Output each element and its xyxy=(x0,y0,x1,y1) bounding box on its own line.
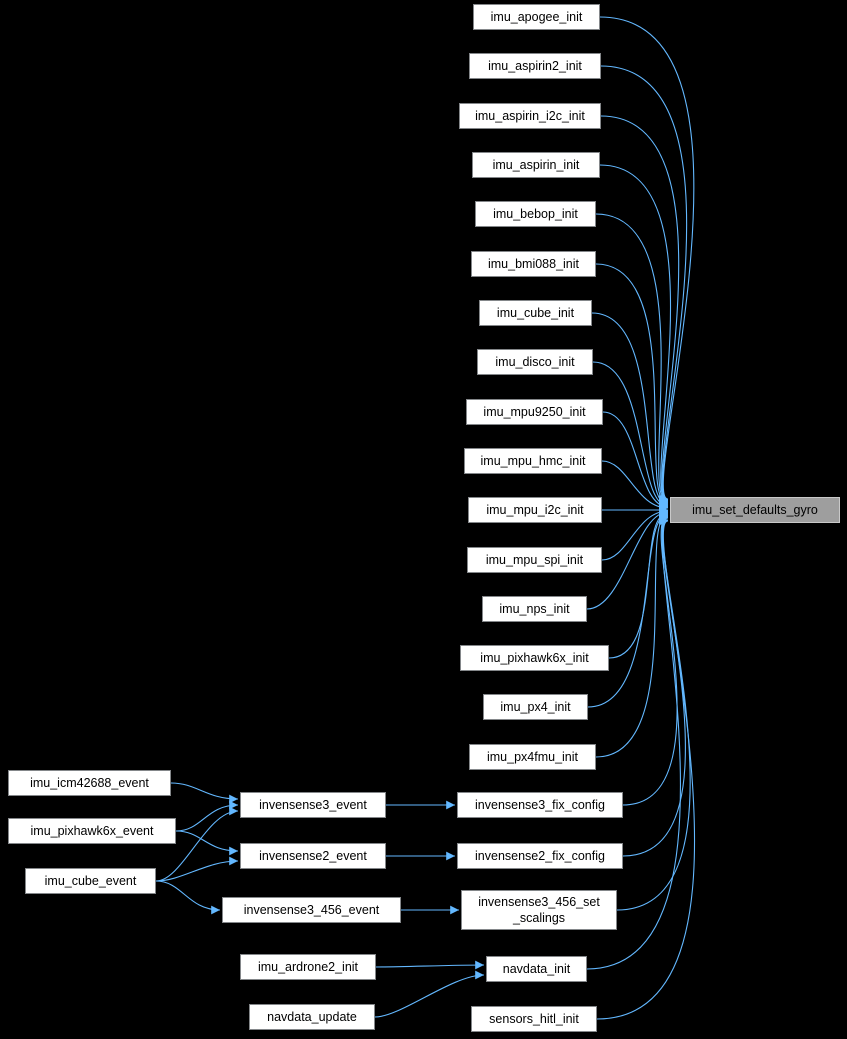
graph-node-imu_ardrone2_init[interactable]: imu_ardrone2_init xyxy=(240,954,376,980)
call-edge-imu_mpu_hmc_init--main xyxy=(601,460,669,513)
call-edge-imu_cube_event--invensense2_event xyxy=(155,856,239,882)
graph-node-navdata_init[interactable]: navdata_init xyxy=(486,956,587,982)
graph-node-imu_aspirin2_init[interactable]: imu_aspirin2_init xyxy=(469,53,601,79)
call-edge-imu_icm42688_event--invensense3_event xyxy=(170,782,239,804)
call-edge-imu_cube_init--main xyxy=(591,312,669,510)
call-edge-imu_bebop_init--main xyxy=(595,213,669,508)
call-edge-imu_aspirin_i2c_init--main xyxy=(600,115,680,506)
graph-node-imu_mpu_i2c_init[interactable]: imu_mpu_i2c_init xyxy=(468,497,602,523)
call-edge-navdata_update--navdata_init xyxy=(374,970,485,1018)
graph-node-imu_cube_init[interactable]: imu_cube_init xyxy=(479,300,592,326)
graph-node-imu_cube_event[interactable]: imu_cube_event xyxy=(25,868,156,894)
call-edge-imu_pixhawk6x_event--invensense3_event xyxy=(175,800,239,832)
call-edge-imu_aspirin2_init--main xyxy=(600,65,688,505)
graph-node-imu_pixhawk6x_init[interactable]: imu_pixhawk6x_init xyxy=(460,645,609,671)
graph-node-main: imu_set_defaults_gyro xyxy=(670,497,840,523)
graph-node-imu_px4fmu_init[interactable]: imu_px4fmu_init xyxy=(469,744,596,770)
call-edge-imu_px4_init--main xyxy=(587,509,669,708)
graph-node-navdata_update[interactable]: navdata_update xyxy=(249,1004,375,1030)
call-edge-imu_aspirin_init--main xyxy=(599,164,672,507)
call-edge-imu_cube_event--invensense3_456_event xyxy=(155,880,221,915)
graph-node-imu_mpu9250_init[interactable]: imu_mpu9250_init xyxy=(466,399,603,425)
graph-node-imu_aspirin_i2c_init[interactable]: imu_aspirin_i2c_init xyxy=(459,103,601,129)
call-edge-imu_disco_init--main xyxy=(592,361,669,511)
graph-node-invensense3_456_set_scalings[interactable]: invensense3_456_set _scalings xyxy=(461,890,617,930)
call-edge-imu_mpu_spi_init--main xyxy=(601,506,669,561)
call-edge-invensense3_fix_config--main xyxy=(622,511,678,806)
graph-node-invensense3_fix_config[interactable]: invensense3_fix_config xyxy=(457,792,623,818)
graph-node-imu_px4_init[interactable]: imu_px4_init xyxy=(483,694,588,720)
graph-node-invensense2_event[interactable]: invensense2_event xyxy=(240,843,386,869)
graph-node-invensense2_fix_config[interactable]: invensense2_fix_config xyxy=(457,843,623,869)
call-edge-imu_bmi088_init--main xyxy=(595,263,669,509)
graph-node-imu_apogee_init[interactable]: imu_apogee_init xyxy=(473,4,600,30)
graph-node-imu_icm42688_event[interactable]: imu_icm42688_event xyxy=(8,770,171,796)
graph-node-imu_pixhawk6x_event[interactable]: imu_pixhawk6x_event xyxy=(8,818,176,844)
graph-node-imu_bmi088_init[interactable]: imu_bmi088_init xyxy=(471,251,596,277)
call-edge-imu_mpu9250_init--main xyxy=(602,411,669,512)
graph-node-invensense3_456_event[interactable]: invensense3_456_event xyxy=(222,897,401,923)
graph-node-invensense3_event[interactable]: invensense3_event xyxy=(240,792,386,818)
call-edge-invensense2_fix_config--main xyxy=(622,512,686,857)
graph-node-imu_aspirin_init[interactable]: imu_aspirin_init xyxy=(472,152,600,178)
call-edge-imu_apogee_init--main xyxy=(599,16,695,504)
graph-node-imu_nps_init[interactable]: imu_nps_init xyxy=(482,596,587,622)
graph-node-imu_mpu_spi_init[interactable]: imu_mpu_spi_init xyxy=(467,547,602,573)
graph-node-imu_disco_init[interactable]: imu_disco_init xyxy=(477,349,593,375)
call-edge-invensense3_456_set_scalings--main xyxy=(616,513,691,911)
call-edge-sensors_hitl_init--main xyxy=(596,516,696,1020)
call-edge-imu_pixhawk6x_init--main xyxy=(608,508,669,659)
graph-node-imu_mpu_hmc_init[interactable]: imu_mpu_hmc_init xyxy=(464,448,602,474)
call-edge-imu_pixhawk6x_event--invensense2_event xyxy=(175,830,239,856)
graph-node-sensors_hitl_init[interactable]: sensors_hitl_init xyxy=(471,1006,597,1032)
call-edge-imu_px4fmu_init--main xyxy=(595,510,669,758)
graph-node-imu_bebop_init[interactable]: imu_bebop_init xyxy=(475,201,596,227)
call-edge-imu_ardrone2_init--navdata_init xyxy=(375,960,485,970)
